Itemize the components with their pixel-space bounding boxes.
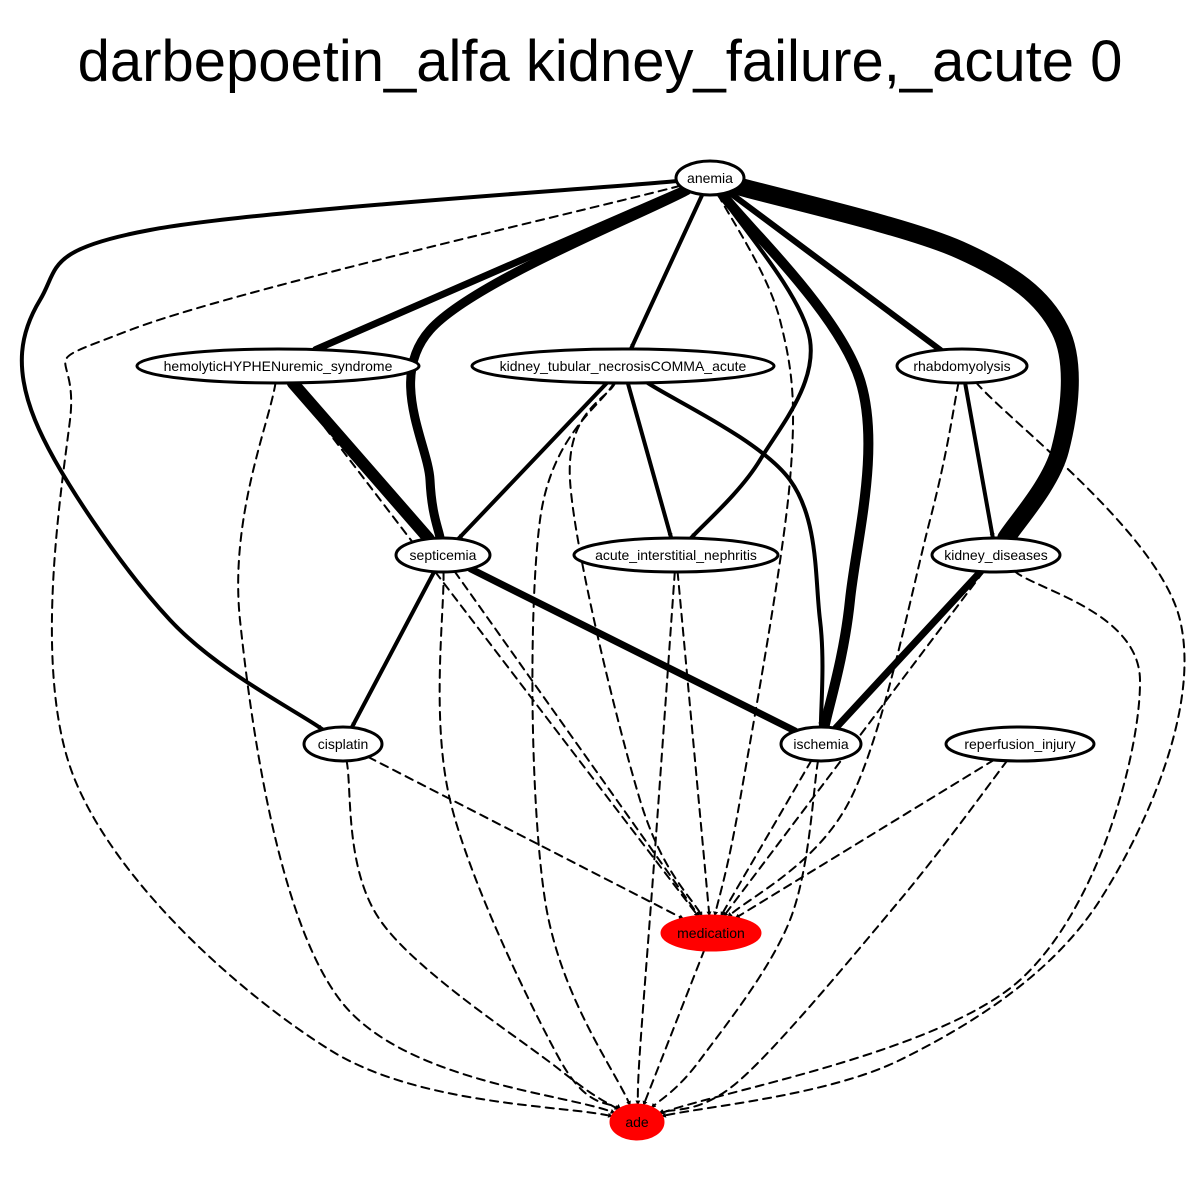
edge-ktn-to-ade — [531, 382, 632, 1107]
edge-cisplatin-to-ade — [345, 759, 620, 1111]
node-label-rhabdo: rhabdomyolysis — [913, 358, 1010, 374]
edge-hus-to-medication — [289, 381, 700, 918]
edge-reperfusion-to-medication — [734, 758, 995, 920]
edge-anemia-to-ade — [50, 184, 681, 1118]
edge-ktn-to-septicemia — [456, 380, 609, 541]
edge-anemia-to-ischemia — [716, 188, 874, 733]
edge-septicemia-to-medication — [453, 570, 701, 918]
edge-septicemia-to-ade — [438, 571, 622, 1110]
node-label-ischemia: ischemia — [793, 736, 848, 752]
node-shape-septicemia — [394, 536, 492, 574]
page-title: darbepoetin_alfa kidney_failure,_acute 0 — [77, 29, 1123, 94]
node-hus: hemolyticHYPHENuremic_syndrome — [135, 347, 421, 385]
edge-rhabdo-to-kd — [963, 381, 995, 540]
edge-ischemia-to-ade — [650, 760, 819, 1109]
edge-ktn-to-medication — [568, 382, 704, 918]
edge-rhabdo-to-ade — [660, 381, 1186, 1118]
node-label-kd: kidney_diseases — [944, 547, 1048, 563]
edge-anemia-to-ain — [688, 192, 813, 541]
edge-ischemia-to-medication — [719, 759, 813, 918]
edge-kd-to-ischemia — [832, 568, 985, 732]
node-label-reperfusion: reperfusion_injury — [964, 736, 1075, 752]
node-ain: acute_interstitial_nephritis — [572, 536, 780, 574]
edge-cisplatin-to-medication — [367, 756, 685, 920]
edge-anemia-to-rhabdo — [725, 189, 944, 353]
node-reperfusion: reperfusion_injury — [944, 725, 1096, 763]
edge-hus-to-septicemia — [286, 376, 435, 545]
edge-anemia-to-kd — [730, 177, 1079, 548]
node-ischemia: ischemia — [779, 725, 863, 763]
node-label-septicemia: septicemia — [410, 547, 477, 563]
node-shape-ktn — [470, 347, 776, 385]
node-shape-cisplatin — [302, 725, 384, 763]
node-ktn: kidney_tubular_necrosisCOMMA_acute — [470, 347, 776, 385]
node-label-hus: hemolyticHYPHENuremic_syndrome — [164, 358, 393, 374]
node-shape-reperfusion — [944, 725, 1096, 763]
node-shape-ade — [609, 1103, 665, 1141]
node-shape-medication — [660, 914, 762, 952]
node-shape-hus — [135, 347, 421, 385]
edge-ktn-to-ischemia — [645, 380, 825, 729]
edge-septicemia-to-cisplatin — [349, 569, 437, 730]
node-rhabdo: rhabdomyolysis — [895, 347, 1029, 385]
edge-kd-to-ade — [658, 570, 1142, 1115]
node-label-medication: medication — [677, 925, 745, 941]
edge-reperfusion-to-ade — [658, 759, 1009, 1114]
node-shape-rhabdo — [895, 347, 1029, 385]
node-shape-kd — [930, 536, 1062, 574]
edge-hus-to-ade — [237, 382, 616, 1114]
node-shape-ain — [572, 536, 780, 574]
node-medication: medication — [660, 914, 762, 952]
node-ade: ade — [609, 1103, 665, 1141]
edge-septicemia-to-ischemia — [467, 565, 799, 735]
edge-anemia-to-medication — [713, 193, 795, 917]
edge-anemia-to-cisplatin — [19, 179, 679, 732]
node-shape-ischemia — [779, 725, 863, 763]
node-label-ade: ade — [625, 1114, 649, 1130]
node-cisplatin: cisplatin — [302, 725, 384, 763]
node-label-anemia: anemia — [687, 170, 733, 186]
edge-anemia-to-ktn — [628, 192, 705, 351]
node-label-ain: acute_interstitial_nephritis — [595, 547, 757, 563]
node-kd: kidney_diseases — [930, 536, 1062, 574]
edge-ain-to-ade — [635, 571, 676, 1106]
node-shape-anemia — [674, 159, 746, 197]
edge-ktn-to-ain — [625, 381, 674, 540]
edge-medication-to-ade — [642, 948, 706, 1107]
node-anemia: anemia — [674, 159, 746, 197]
node-label-ktn: kidney_tubular_necrosisCOMMA_acute — [500, 358, 747, 374]
edge-anemia-to-septicemia — [406, 186, 692, 543]
node-label-cisplatin: cisplatin — [318, 736, 369, 752]
edge-ain-to-medication — [676, 571, 712, 917]
edge-layer — [19, 177, 1186, 1118]
node-septicemia: septicemia — [394, 536, 492, 574]
